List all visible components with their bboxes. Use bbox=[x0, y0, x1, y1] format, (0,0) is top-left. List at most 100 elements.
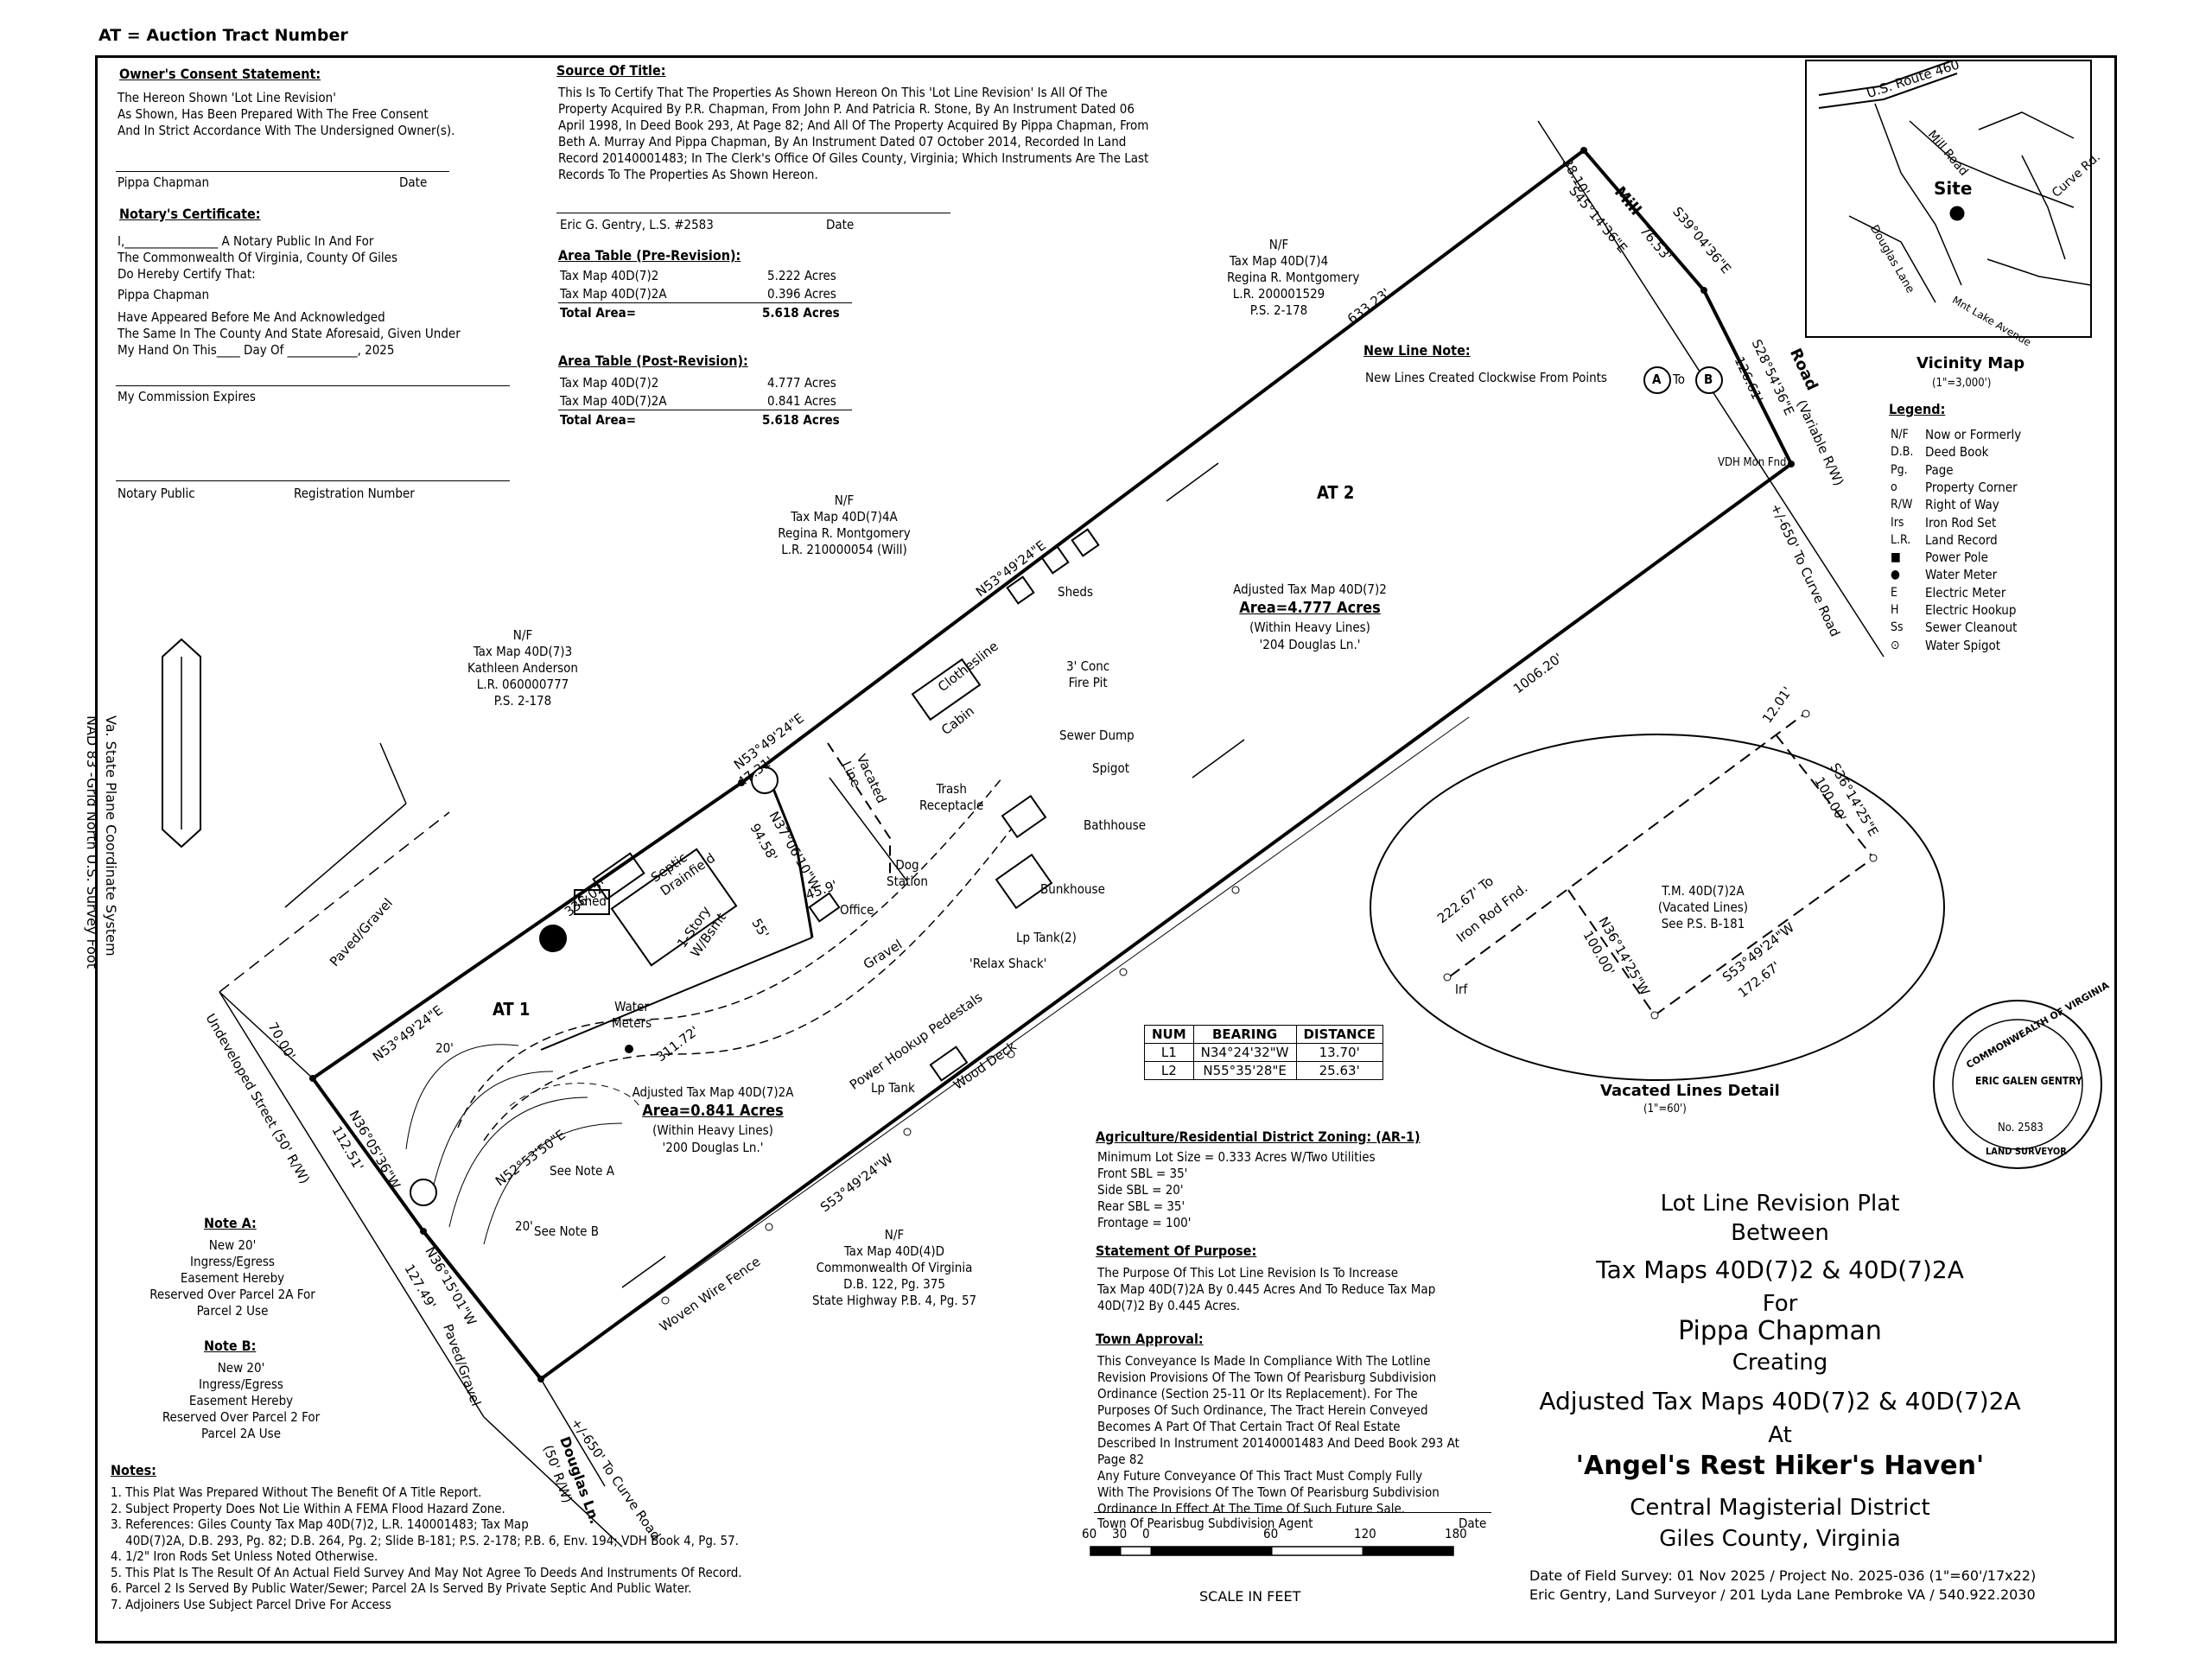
auction-tract-key: AT = Auction Tract Number bbox=[99, 26, 348, 45]
town-approval-line: Page 82 bbox=[1097, 1452, 1145, 1467]
source-line: Record 20140001483; In The Clerk's Offic… bbox=[558, 150, 1149, 166]
note-line: 40D(7)2A, D.B. 293, Pg. 82; D.B. 264, Pg… bbox=[111, 1532, 739, 1548]
notary-line: Have Appeared Before Me And Acknowledged bbox=[118, 309, 385, 325]
source-title: Source Of Title: bbox=[556, 62, 666, 79]
area-post-total-label: Total Area= bbox=[560, 412, 637, 428]
area-pre-total: 5.618 Acres bbox=[762, 305, 840, 321]
zoning-line: Minimum Lot Size = 0.333 Acres W/Two Uti… bbox=[1097, 1149, 1376, 1165]
legend-symbol: Pg. bbox=[1891, 462, 1908, 477]
legend-symbol: H bbox=[1891, 603, 1899, 617]
vicinity-map-scale: (1"=3,000') bbox=[1932, 377, 1992, 390]
scale-label: SCALE IN FEET bbox=[1199, 1588, 1301, 1605]
bunkhouse-label: Bunkhouse bbox=[1040, 881, 1105, 897]
note-line: 5. This Plat Is The Result Of An Actual … bbox=[111, 1564, 742, 1580]
north-arrow-text-1: Va. State Plane Coordinate System bbox=[103, 715, 119, 957]
area-pre-map: Tax Map 40D(7)2 bbox=[560, 268, 659, 283]
owners-consent-line: The Hereon Shown 'Lot Line Revision' bbox=[118, 90, 336, 105]
title-county: Giles County, Virginia bbox=[1659, 1526, 1901, 1552]
legend-symbol: D.B. bbox=[1891, 445, 1914, 460]
town-approval-line: Any Future Conveyance Of This Tract Must… bbox=[1097, 1468, 1423, 1484]
town-approval-line: This Conveyance Is Made In Compliance Wi… bbox=[1097, 1353, 1431, 1369]
relax-shack-label: 'Relax Shack' bbox=[969, 956, 1047, 971]
legend-symbol: E bbox=[1891, 585, 1897, 600]
title-block: Lot Line Revision Plat Between bbox=[1660, 1191, 1900, 1246]
plat-border bbox=[95, 55, 2117, 1643]
spigot-label: Spigot bbox=[1092, 760, 1130, 776]
survey-info: Date of Field Survey: 01 Nov 2025 / Proj… bbox=[1529, 1567, 2037, 1584]
vacated-irf: Irf bbox=[1455, 982, 1468, 997]
surveyor-sign-date: Date bbox=[826, 217, 855, 232]
scale-tick: 60 bbox=[1082, 1526, 1097, 1541]
legend-description: Sewer Cleanout bbox=[1925, 620, 2018, 636]
town-agent-label: Town Of Pearisbug Subdivision Agent bbox=[1097, 1516, 1313, 1531]
at1-marker bbox=[539, 925, 567, 952]
point-a-label: A bbox=[1652, 372, 1662, 387]
zoning-line: Side SBL = 20' bbox=[1097, 1182, 1184, 1198]
area-pre-acres: 5.222 Acres bbox=[767, 268, 836, 283]
note-line: 6. Parcel 2 Is Served By Public Water/Se… bbox=[111, 1580, 692, 1596]
source-line: Property Acquired By P.R. Chapman, From … bbox=[558, 101, 1135, 117]
note-line: 1. This Plat Was Prepared Without The Be… bbox=[111, 1484, 482, 1500]
notary-line: My Hand On This____ Day Of ____________,… bbox=[118, 342, 395, 358]
note-line: 7. Adjoiners Use Subject Parcel Drive Fo… bbox=[111, 1596, 391, 1612]
notary-name: Pippa Chapman bbox=[118, 287, 210, 302]
surveyor-info: Eric Gentry, Land Surveyor / 201 Lyda La… bbox=[1529, 1586, 2036, 1603]
area-pre-map: Tax Map 40D(7)2A bbox=[560, 286, 667, 302]
notary-line: The Same In The County And State Aforesa… bbox=[118, 326, 461, 341]
note-line: 3. References: Giles County Tax Map 40D(… bbox=[111, 1516, 529, 1532]
seal-name: ERIC GALEN GENTRY bbox=[1975, 1075, 2082, 1087]
area-post-total: 5.618 Acres bbox=[762, 412, 840, 428]
bearing-distance: 20' bbox=[435, 1040, 454, 1056]
legend-description: Water Spigot bbox=[1925, 637, 2001, 653]
owner-sign-name: Pippa Chapman bbox=[118, 175, 210, 190]
area-pre-acres: 0.396 Acres bbox=[767, 286, 836, 302]
scale-tick: 30 bbox=[1112, 1526, 1128, 1541]
notary-registration-label: Registration Number bbox=[294, 486, 415, 501]
note-line: 4. 1/2" Iron Rods Set Unless Noted Other… bbox=[111, 1548, 378, 1564]
legend-description: Now or Formerly bbox=[1925, 427, 2022, 442]
notary-line: The Commonwealth Of Virginia, County Of … bbox=[118, 250, 397, 265]
area-post-map: Tax Map 40D(7)2 bbox=[560, 375, 659, 391]
new-line-note-text: New Lines Created Clockwise From Points bbox=[1365, 370, 1607, 385]
owner-sign-date: Date bbox=[399, 175, 428, 190]
area-post-map: Tax Map 40D(7)2A bbox=[560, 393, 667, 409]
note-b-title: Note B: bbox=[204, 1338, 257, 1354]
title-owner: Pippa Chapman bbox=[1678, 1316, 1882, 1346]
town-approval-line: Purposes Of Such Ordinance, The Tract He… bbox=[1097, 1402, 1428, 1418]
legend-symbol: Ss bbox=[1891, 620, 1904, 635]
legend-description: Electric Meter bbox=[1925, 584, 2006, 601]
shed-label: Shed bbox=[577, 893, 607, 909]
bathhouse-label: Bathhouse bbox=[1084, 817, 1147, 833]
sewer-dump-label: Sewer Dump bbox=[1059, 728, 1135, 743]
legend-title: Legend: bbox=[1889, 401, 1946, 417]
seal-number: No. 2583 bbox=[1998, 1122, 2044, 1135]
purpose-line: The Purpose Of This Lot Line Revision Is… bbox=[1097, 1265, 1399, 1281]
owners-consent-line: And In Strict Accordance With The Unders… bbox=[118, 123, 455, 138]
title-at: At bbox=[1768, 1422, 1792, 1448]
scale-tick: 60 bbox=[1263, 1526, 1279, 1541]
zoning-title: Agriculture/Residential District Zoning:… bbox=[1096, 1128, 1421, 1145]
legend-symbol: L.R. bbox=[1891, 532, 1911, 547]
notary-commission: My Commission Expires bbox=[118, 389, 256, 404]
new-line-note-title: New Line Note: bbox=[1363, 342, 1471, 359]
source-line: This Is To Certify That The Properties A… bbox=[558, 85, 1108, 100]
area-post-acres: 0.841 Acres bbox=[767, 393, 836, 409]
vacated-detail-labels: T.M. 40D(7)2A(Vacated Lines)See P.S. B-1… bbox=[1657, 883, 1749, 931]
notary-line: I,________________ A Notary Public In An… bbox=[118, 233, 374, 249]
see-note-b-label: See Note B bbox=[534, 1224, 599, 1239]
purpose-title: Statement Of Purpose: bbox=[1096, 1243, 1257, 1259]
parcel-2a-boundary bbox=[311, 781, 743, 1080]
source-line: Records To The Properties As Shown Hereo… bbox=[558, 167, 818, 182]
dog-station-label: Dog Station bbox=[887, 857, 928, 889]
note-line: 2. Subject Property Does Not Lie Within … bbox=[111, 1500, 505, 1516]
north-arrow-text-2: NAD 83 -Grid North U.S. Survey Foot bbox=[84, 715, 100, 969]
town-approval-line: Ordinance (Section 25-11 Or Its Replacem… bbox=[1097, 1386, 1418, 1402]
source-line: April 1998, In Deed Book 293, At Page 82… bbox=[558, 118, 1149, 133]
vicinity-map-title: Vicinity Map bbox=[1916, 354, 2025, 372]
